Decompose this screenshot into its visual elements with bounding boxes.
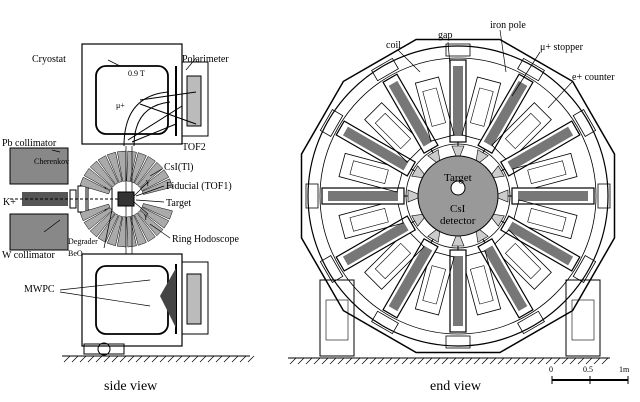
label-coil: coil [386,40,401,51]
label-csi: CsI [450,203,466,215]
left-foot [319,279,355,357]
side-view-labels: Cryostat Polarimeter 0.9 T μ+ TOF2 Pb co… [2,54,240,394]
scale-tick-half: 0.5 [583,365,593,374]
label-w-collimator: W collimator [2,250,56,261]
label-target-end: Target [444,172,472,184]
lower-spectrometer [81,253,209,356]
outer-ring [307,45,609,347]
caption-side-view: side view [104,379,158,394]
label-field: 0.9 T [128,69,145,78]
label-gamma-bottom: γ [143,211,148,220]
gap-sector [491,109,597,193]
label-cherenkov: Cherenkov [34,157,69,166]
gap-sectors [305,43,611,349]
gap-sector [491,213,597,290]
gap-sector [319,102,425,179]
caption-end-view: end view [430,379,482,394]
label-gap: gap [438,30,452,41]
label-csi-tl: CsI(Tl) [164,162,193,173]
side-view-diagram [9,43,255,363]
gap-sector [461,229,545,335]
label-target-side: Target [166,198,191,209]
label-cryostat: Cryostat [32,54,66,65]
label-mu-stopper: μ+ stopper [540,42,584,53]
label-tof2: TOF2 [182,142,206,153]
upper-spectrometer [81,43,209,147]
label-fiducial: Fiducial (TOF1) [166,181,232,192]
right-foot [565,279,601,357]
label-degrader: Degrader [68,237,98,246]
floor-left [62,355,255,363]
gap-sector [497,183,611,240]
scale-tick-1m: 1m [619,365,630,374]
label-polarimeter: Polarimeter [182,54,229,65]
label-muon-side: μ+ [116,101,125,110]
label-mwpc: MWPC [24,284,55,295]
label-gamma-top: γ [145,177,150,186]
label-pb-collimator: Pb collimator [2,138,57,149]
outer-yoke [300,38,616,354]
label-ring-hodoscope: Ring Hodoscope [172,234,240,245]
floor-right [288,357,610,365]
side-leaders [43,57,197,307]
gap-sector [364,229,441,335]
scale-bar: 0 0.5 1m [549,365,630,384]
label-beo: BeO [68,249,83,258]
csi-detector-disk [417,155,499,237]
scale-tick-0: 0 [549,365,553,374]
end-view-diagram [288,29,616,365]
target-box [117,146,149,254]
end-leaders [397,29,573,109]
gap-sector [305,152,419,209]
label-kaon: K+ [3,197,16,208]
gap-sector [445,43,502,157]
label-e-counter: e+ counter [572,72,615,83]
label-iron-pole: iron pole [490,20,526,31]
end-view-labels: coil gap iron pole μ+ stopper e+ counter… [386,20,615,394]
target-hole [450,180,466,196]
label-detector: detector [440,215,476,227]
beam-line [9,147,120,251]
gap-sector [414,235,471,349]
gap-sector [475,57,552,163]
